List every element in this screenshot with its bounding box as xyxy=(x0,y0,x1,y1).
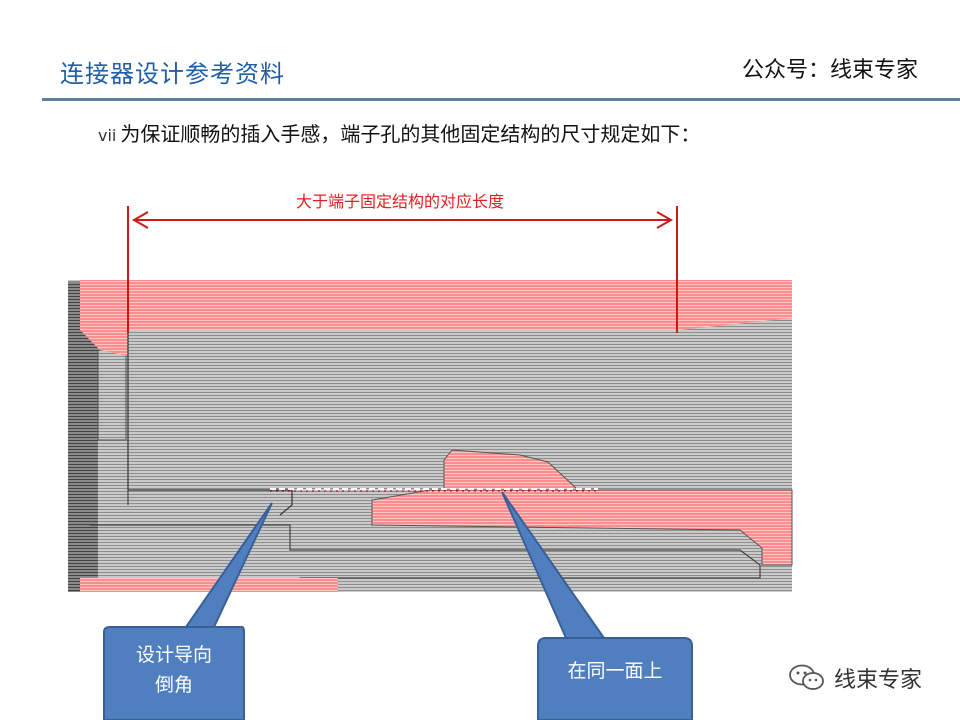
account-name: 公众号：线束专家 xyxy=(741,58,918,83)
callout-flush xyxy=(501,491,693,720)
note-text: 为保证顺畅的插入手感，端子孔的其他固定结构的尺寸规定如下： xyxy=(120,122,701,146)
wechat-icon xyxy=(789,664,824,690)
watermark-text: 线束专家 xyxy=(834,668,923,693)
callout-chamfer-line1: 设计导向 xyxy=(135,644,212,666)
housing-body xyxy=(68,280,792,592)
callout-chamfer-text: 设计导向 倒角 xyxy=(106,640,242,700)
dimension-label: 大于端子固定结构的对应长度 xyxy=(295,192,504,211)
callout-flush-text: 在同一面上 xyxy=(567,660,663,682)
watermark: 线束专家 xyxy=(788,660,922,696)
callout-chamfer-line2: 倒角 xyxy=(154,674,193,696)
note-number: vii xyxy=(98,126,117,145)
header-divider xyxy=(42,98,960,101)
callout-chamfer xyxy=(103,502,273,720)
bottom-strip xyxy=(80,578,338,592)
retention-region-top xyxy=(80,280,792,356)
page-title: 连接器设计参考资料 xyxy=(60,60,285,88)
